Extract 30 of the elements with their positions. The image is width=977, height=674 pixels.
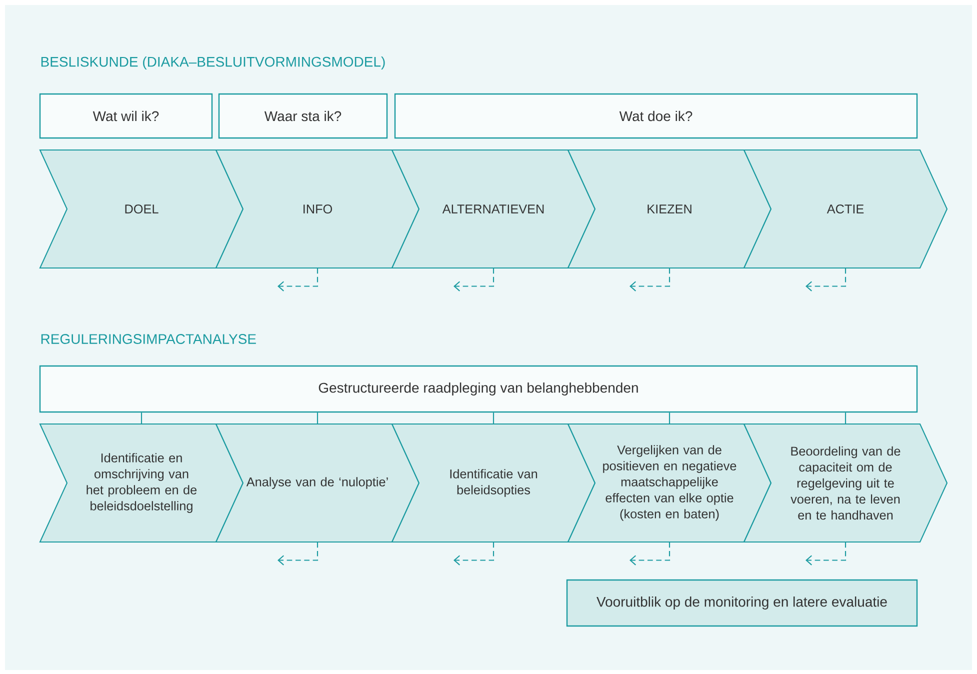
- connector-line: [492, 412, 494, 424]
- chevron-step: KIEZEN: [567, 149, 772, 269]
- text-box: Gestructureerde raadpleging van belanghebbenden: [39, 365, 918, 413]
- feedback-arrow: [454, 542, 494, 566]
- section-heading: REGULERINGSIMPACTANALYSE: [41, 334, 256, 344]
- connector-line: [844, 412, 846, 424]
- feedback-arrow: [278, 268, 318, 292]
- chevron-step: Beoordeling van de capaciteit om de regelgeving uit te voeren, na te leven en te handhaven: [743, 423, 948, 543]
- chevron-step: Analyse van de ‘nuloptie’: [215, 423, 420, 543]
- connector-line: [316, 412, 318, 424]
- feedback-arrow: [630, 542, 670, 566]
- chevron-step: Identificatie van beleidsopties: [391, 423, 596, 543]
- chevron-step: DOEL: [39, 149, 244, 269]
- text-box: Wat doe ik?: [394, 93, 918, 139]
- feedback-arrow: [278, 542, 318, 566]
- chevron-step: Vergelijken van de positieven en negatieve maatschappelijke effecten van elke optie (kosten en baten): [567, 423, 772, 543]
- text-box: Waar sta ik?: [218, 93, 388, 139]
- text-box: Vooruitblik op de monitoring en latere evaluatie: [566, 579, 918, 627]
- chevron-step: ACTIE: [743, 149, 948, 269]
- feedback-arrow: [806, 542, 846, 566]
- feedback-arrow: [630, 268, 670, 292]
- feedback-arrow: [454, 268, 494, 292]
- feedback-arrow: [806, 268, 846, 292]
- connector-line: [668, 412, 670, 424]
- chevron-step: INFO: [215, 149, 420, 269]
- connector-line: [140, 412, 142, 424]
- chevron-step: Identificatie en omschrijving van het probleem en de beleidsdoelstelling: [39, 423, 244, 543]
- section-heading: BESLISKUNDE (DIAKA–BESLUITVORMINGSMODEL): [41, 56, 385, 70]
- chevron-step: ALTERNATIEVEN: [391, 149, 596, 269]
- text-box: Wat wil ik?: [39, 93, 213, 139]
